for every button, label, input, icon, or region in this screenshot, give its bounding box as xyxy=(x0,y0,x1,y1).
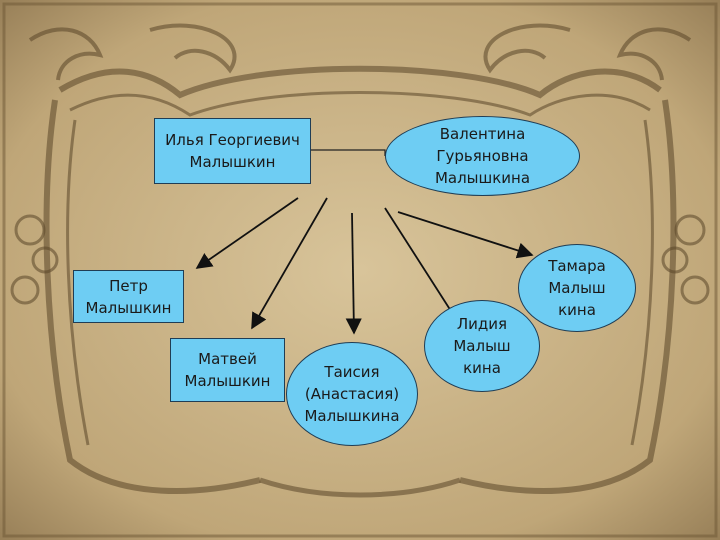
diagram-links xyxy=(195,149,534,335)
node-mother: Валентина Гурьяновна Малышкина xyxy=(385,116,580,196)
node-petr: Петр Малышкин xyxy=(73,270,184,323)
link-parents-petr xyxy=(195,197,299,269)
link-parents-tamara xyxy=(397,211,534,259)
ornamental-frame xyxy=(10,23,710,498)
link-parents-lidia xyxy=(384,207,459,324)
node-lidia: Лидия Малыш кина xyxy=(424,300,540,392)
node-tamara: Тамара Малыш кина xyxy=(518,244,636,332)
link-parents-taisia xyxy=(345,212,362,335)
node-taisia: Таисия (Анастасия) Малышкина xyxy=(286,342,418,446)
node-matvei: Матвей Малышкин xyxy=(170,338,285,402)
node-father: Илья Георгиевич Малышкин xyxy=(154,118,311,184)
link-parents-matvei xyxy=(251,197,328,330)
